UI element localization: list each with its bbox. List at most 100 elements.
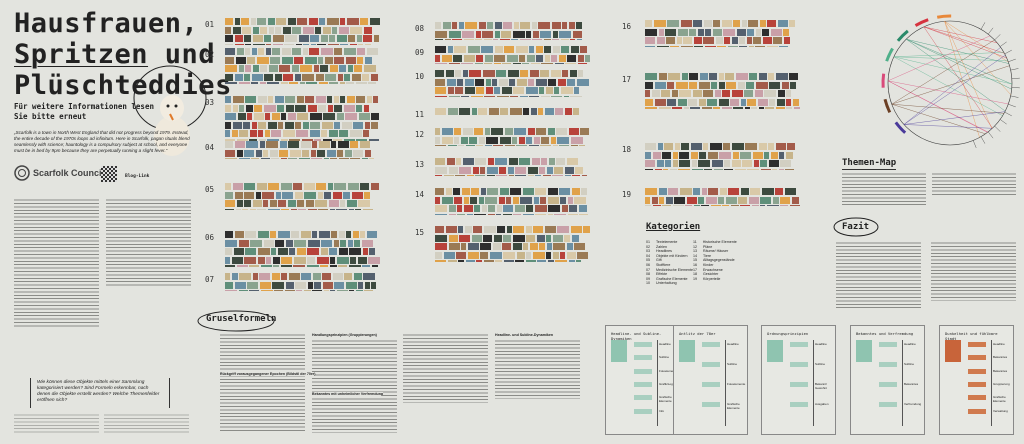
collection-thumbnail[interactable] [332, 191, 342, 199]
collection-thumbnail[interactable] [747, 98, 756, 106]
collection-thumbnail[interactable] [448, 243, 460, 250]
collection-thumbnail[interactable] [713, 107, 720, 109]
collection-thumbnail[interactable] [458, 22, 464, 29]
collection-thumbnail[interactable] [456, 251, 466, 259]
collection-thumbnail[interactable] [727, 45, 738, 47]
collection-thumbnail[interactable] [255, 149, 262, 157]
collection-thumbnail[interactable] [708, 188, 718, 195]
collection-thumbnail[interactable] [672, 205, 684, 206]
collection-thumbnail[interactable] [313, 65, 319, 72]
collection-thumbnail[interactable] [714, 90, 721, 97]
collection-thumbnail[interactable] [247, 113, 252, 120]
collection-thumbnail[interactable] [297, 200, 304, 207]
collection-thumbnail[interactable] [554, 63, 564, 64]
collection-thumbnail[interactable] [645, 28, 657, 36]
collection-thumbnail[interactable] [337, 149, 343, 157]
collection-thumbnail[interactable] [461, 188, 470, 195]
collection-thumbnail[interactable] [665, 160, 671, 167]
collection-thumbnail[interactable] [287, 200, 296, 207]
collection-thumbnail[interactable] [462, 70, 468, 77]
collection-thumbnail[interactable] [444, 39, 451, 40]
collection-thumbnail[interactable] [551, 54, 557, 62]
collection-thumbnail[interactable] [463, 196, 469, 204]
collection-thumbnail[interactable] [259, 273, 270, 280]
collection-thumbnail[interactable] [251, 73, 263, 81]
collection-thumbnail[interactable] [519, 54, 525, 62]
collection-thumbnail[interactable] [329, 208, 335, 210]
collection-thumbnail[interactable] [535, 46, 543, 53]
collection-thumbnail[interactable] [569, 70, 577, 77]
collection-thumbnail[interactable] [674, 143, 680, 150]
collection-thumbnail[interactable] [485, 196, 497, 204]
collection-thumbnail[interactable] [282, 130, 295, 137]
collection-thumbnail[interactable] [358, 200, 370, 207]
collection-thumbnail[interactable] [557, 136, 569, 144]
collection-thumbnail[interactable] [707, 151, 718, 159]
collection-thumbnail[interactable] [535, 188, 546, 195]
collection-thumbnail[interactable] [296, 130, 308, 137]
collection-thumbnail[interactable] [225, 208, 234, 210]
collection-thumbnail[interactable] [279, 141, 287, 148]
collection-thumbnail[interactable] [548, 78, 556, 86]
collection-thumbnail[interactable] [536, 234, 545, 242]
collection-thumbnail[interactable] [494, 46, 503, 53]
collection-thumbnail[interactable] [579, 213, 588, 215]
collection-thumbnail[interactable] [780, 205, 788, 206]
collection-thumbnail[interactable] [478, 196, 484, 204]
collection-thumbnail[interactable] [770, 151, 778, 159]
collection-thumbnail[interactable] [457, 205, 462, 212]
collection-thumbnail[interactable] [666, 37, 675, 44]
collection-thumbnail[interactable] [454, 136, 459, 144]
collection-thumbnail[interactable] [528, 78, 534, 86]
collection-thumbnail[interactable] [298, 35, 309, 42]
collection-thumbnail[interactable] [469, 116, 478, 117]
collection-thumbnail[interactable] [265, 113, 270, 120]
collection-thumbnail[interactable] [442, 22, 451, 29]
collection-thumbnail[interactable] [480, 251, 488, 259]
collection-thumbnail[interactable] [529, 46, 534, 53]
collection-thumbnail[interactable] [296, 290, 302, 291]
collection-thumbnail[interactable] [752, 151, 763, 159]
collection-thumbnail[interactable] [435, 158, 445, 165]
collection-thumbnail[interactable] [765, 107, 774, 109]
collection-thumbnail[interactable] [574, 87, 579, 94]
collection-thumbnail[interactable] [280, 138, 288, 141]
collection-thumbnail[interactable] [703, 90, 713, 97]
collection-thumbnail[interactable] [225, 35, 233, 42]
collection-thumbnail[interactable] [658, 188, 667, 195]
collection-thumbnail[interactable] [718, 196, 724, 204]
collection-thumbnail[interactable] [705, 196, 717, 204]
collection-thumbnail[interactable] [252, 26, 259, 34]
collection-thumbnail[interactable] [369, 18, 380, 25]
collection-thumbnail[interactable] [472, 166, 479, 174]
collection-thumbnail[interactable] [346, 18, 359, 25]
collection-thumbnail[interactable] [645, 151, 651, 159]
collection-thumbnail[interactable] [297, 113, 308, 120]
collection-thumbnail[interactable] [480, 188, 486, 195]
collection-thumbnail[interactable] [552, 145, 558, 146]
collection-thumbnail[interactable] [784, 188, 796, 195]
collection-thumbnail[interactable] [768, 160, 779, 167]
collection-thumbnail[interactable] [371, 121, 378, 129]
collection-thumbnail[interactable] [785, 151, 793, 159]
collection-thumbnail[interactable] [285, 96, 295, 103]
collection-thumbnail[interactable] [502, 243, 511, 250]
collection-thumbnail[interactable] [246, 141, 258, 148]
collection-thumbnail[interactable] [658, 107, 671, 109]
collection-thumbnail[interactable] [759, 20, 766, 27]
collection-thumbnail[interactable] [461, 63, 473, 64]
collection-thumbnail[interactable] [572, 30, 582, 38]
collection-thumbnail[interactable] [506, 196, 511, 204]
collection-thumbnail[interactable] [260, 265, 272, 267]
collection-thumbnail[interactable] [373, 96, 378, 103]
collection-thumbnail[interactable] [554, 166, 563, 174]
collection-thumbnail[interactable] [494, 87, 500, 94]
collection-thumbnail[interactable] [567, 78, 575, 86]
collection-thumbnail[interactable] [772, 196, 779, 204]
collection-thumbnail[interactable] [225, 141, 233, 148]
collection-thumbnail[interactable] [225, 256, 230, 264]
collection-thumbnail[interactable] [690, 151, 698, 159]
collection-thumbnail[interactable] [297, 18, 307, 25]
collection-thumbnail[interactable] [546, 243, 552, 250]
collection-thumbnail[interactable] [280, 82, 288, 84]
